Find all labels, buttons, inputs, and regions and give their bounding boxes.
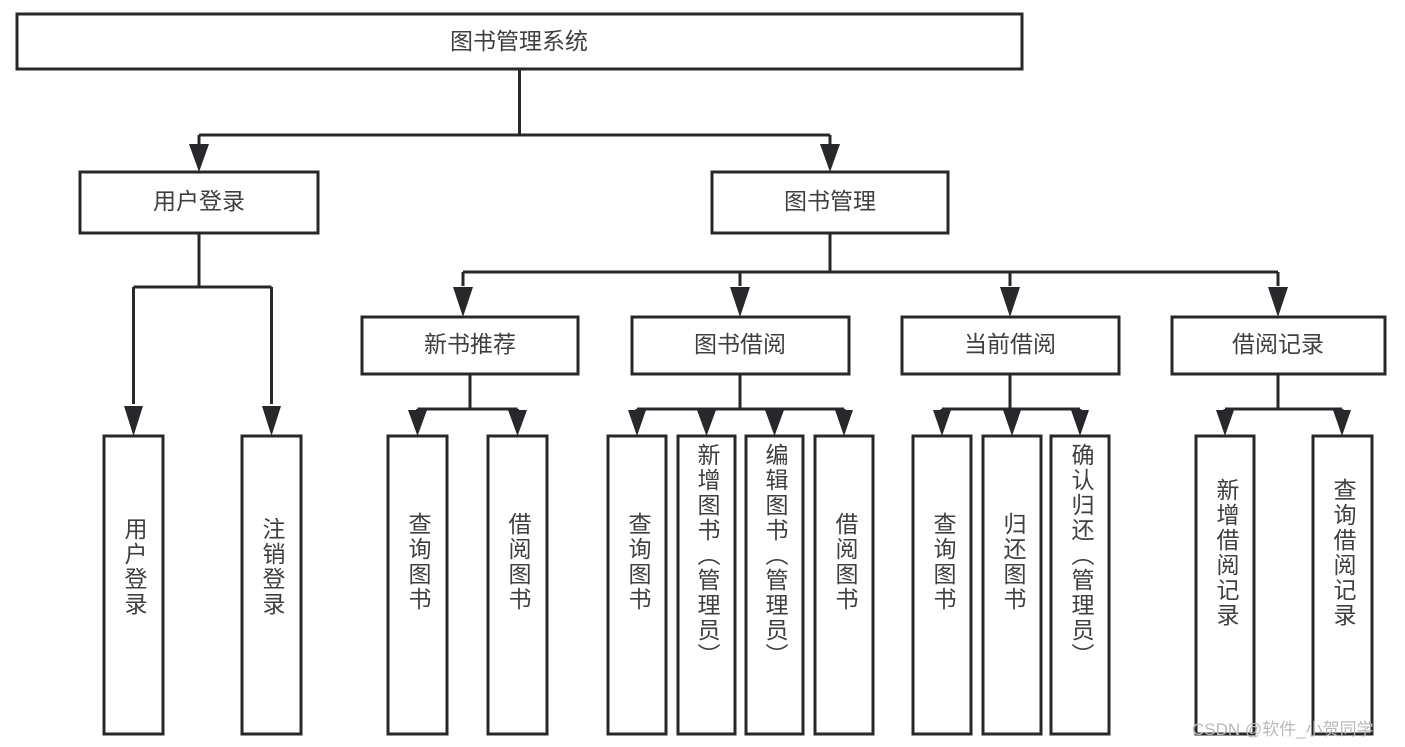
arrow-to-book-borrow — [730, 287, 750, 317]
node-box-borrow-record[interactable] — [1170, 315, 1387, 376]
node-box-new-book-recommend[interactable] — [360, 315, 580, 376]
arrow-to-book-management — [820, 144, 840, 172]
arrow-to-leaf-logout-login — [262, 406, 281, 436]
arrow-to-user-login — [189, 144, 209, 172]
node-layer: 图书管理系统 用户登录 图书管理 新书推荐 图书借阅 当前借阅 借阅记录 — [15, 12, 1387, 736]
node-label-current-borrow: 当前借阅 — [964, 331, 1056, 357]
node-label-borrow-record: 借阅记录 — [1232, 331, 1324, 357]
arrow-to-leaf-return-book — [1003, 410, 1021, 436]
node-label-root: 图书管理系统 — [450, 28, 588, 54]
node-box-leaf-user-login[interactable] — [102, 434, 165, 736]
arrow-to-new-book-recommend — [453, 287, 473, 317]
arrow-to-leaf-borrow-book-1 — [508, 410, 527, 436]
arrow-to-leaf-query-book-2 — [628, 410, 646, 436]
node-box-leaf-borrow-book-1[interactable] — [486, 434, 549, 736]
node-box-leaf-edit-book-admin[interactable] — [744, 434, 805, 736]
node-box-leaf-query-book-3[interactable] — [911, 434, 973, 736]
node-box-leaf-logout-login[interactable] — [240, 434, 303, 736]
csdn-watermark: CSDN @软件_小贺同学 — [1192, 720, 1374, 739]
connector-layer — [124, 69, 1351, 436]
node-label-user-login: 用户登录 — [153, 188, 245, 214]
node-box-leaf-add-borrow-record[interactable] — [1194, 434, 1256, 736]
node-box-leaf-return-book[interactable] — [981, 434, 1043, 736]
arrow-to-leaf-edit-book-admin — [765, 410, 784, 436]
arrow-to-leaf-borrow-book-2 — [835, 410, 853, 436]
arrow-to-borrow-record — [1268, 287, 1288, 317]
node-box-root[interactable] — [15, 12, 1024, 71]
node-box-book-borrow[interactable] — [630, 315, 851, 376]
arrow-to-leaf-query-book-1 — [408, 410, 427, 436]
arrow-to-leaf-add-borrow-record — [1216, 410, 1234, 436]
node-box-current-borrow[interactable] — [900, 315, 1121, 376]
arrow-to-leaf-add-book-admin — [697, 410, 716, 436]
node-box-leaf-query-book-1[interactable] — [386, 434, 449, 736]
arrow-to-current-borrow — [1000, 287, 1020, 317]
arrow-to-leaf-user-login — [124, 406, 143, 436]
node-box-leaf-confirm-return-admin[interactable] — [1049, 434, 1111, 736]
node-box-leaf-query-borrow-record[interactable] — [1311, 434, 1374, 736]
node-box-leaf-borrow-book-2[interactable] — [813, 434, 875, 736]
arrow-to-leaf-query-book-3 — [933, 410, 951, 436]
node-label-new-book-recommend: 新书推荐 — [424, 331, 516, 357]
node-box-leaf-query-book-2[interactable] — [606, 434, 668, 736]
node-label-book-borrow: 图书借阅 — [694, 331, 786, 357]
arrow-to-leaf-query-borrow-record — [1333, 410, 1351, 436]
node-label-book-management: 图书管理 — [784, 188, 876, 214]
node-box-book-management[interactable] — [710, 170, 950, 235]
node-box-leaf-add-book-admin[interactable] — [676, 434, 737, 736]
node-box-user-login[interactable] — [78, 170, 320, 235]
arrow-to-leaf-confirm-return-admin — [1071, 410, 1089, 436]
